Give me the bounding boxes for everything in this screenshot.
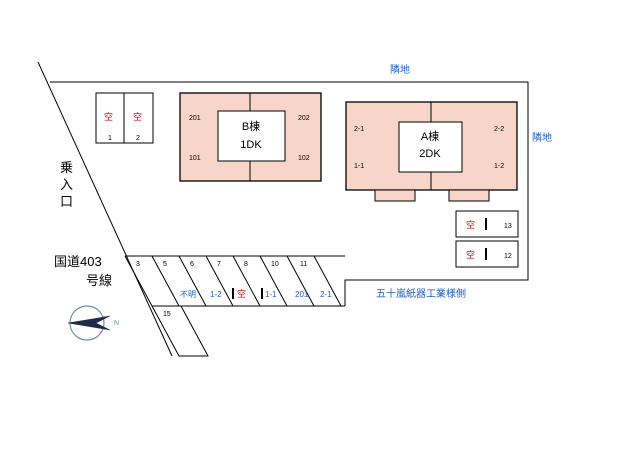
building-b-name: B棟: [242, 119, 260, 133]
unit-2-1: 2-1: [354, 126, 364, 133]
unit-1-2: 1-2: [494, 163, 504, 170]
building-b-layout: 1DK: [240, 139, 262, 151]
right-lot-number-13: 13: [504, 223, 512, 230]
angled-status-vacant: 空: [237, 288, 246, 299]
neighbor-label-top: 隣地: [390, 63, 410, 76]
small-parking-lot: 空 空 1 2: [95, 92, 154, 144]
angled-number-15: 15: [163, 311, 171, 318]
angled-status-201: 201: [295, 290, 309, 299]
angled-number-10: 10: [271, 261, 279, 268]
unit-2-2: 2-2: [494, 126, 504, 133]
right-lot-status-13: 空: [466, 219, 475, 230]
road-label-line2: 号線: [86, 273, 112, 288]
unit-102: 102: [298, 155, 310, 162]
unit-202: 202: [298, 115, 310, 122]
right-parking-lot: 空 13 空 12: [455, 210, 519, 268]
compass-label: N: [114, 320, 119, 327]
angled-parking-lot: 3 5 6 7 8 10 11 不明 1-2 空 1-1 201 2-1 15: [124, 255, 345, 357]
company-side-label: 五十嵐紙器工業様側: [376, 287, 466, 300]
building-a-layout: 2DK: [419, 148, 441, 160]
building-b: B棟 1DK 201 202 101 102: [179, 92, 322, 182]
unit-1-1: 1-1: [354, 163, 364, 170]
angled-status-1-2: 1-2: [210, 290, 222, 299]
road-edge-line: [37, 61, 173, 357]
angled-status-1-1: 1-1: [265, 290, 277, 299]
neighbor-label-right: 隣地: [532, 131, 552, 144]
angled-status-2-1: 2-1: [320, 290, 332, 299]
entrance-char-2: 入: [60, 177, 73, 192]
site-boundary-line: [50, 81, 529, 306]
angled-number-8: 8: [244, 261, 248, 268]
angled-status-unknown: 不明: [180, 290, 196, 299]
building-a: A棟 2DK 2-1 2-2 1-1 1-2: [345, 101, 518, 202]
small-lot-number-2: 2: [136, 135, 140, 142]
angled-number-3: 3: [136, 261, 140, 268]
small-lot-status-2: 空: [133, 111, 142, 122]
unit-101: 101: [189, 155, 201, 162]
compass-icon: N: [67, 305, 119, 341]
angled-number-6: 6: [190, 261, 194, 268]
unit-201: 201: [189, 115, 201, 122]
entrance-char-1: 乗: [60, 160, 73, 175]
angled-number-5: 5: [163, 261, 167, 268]
right-lot-number-12: 12: [504, 253, 512, 260]
entrance-char-3: 口: [60, 194, 73, 209]
small-lot-number-1: 1: [108, 135, 112, 142]
angled-number-11: 11: [300, 261, 307, 268]
right-lot-status-12: 空: [466, 249, 475, 260]
building-a-name: A棟: [421, 129, 439, 143]
road-label-line1: 国道403: [54, 254, 102, 269]
angled-number-7: 7: [217, 261, 221, 268]
small-lot-status-1: 空: [104, 111, 113, 122]
